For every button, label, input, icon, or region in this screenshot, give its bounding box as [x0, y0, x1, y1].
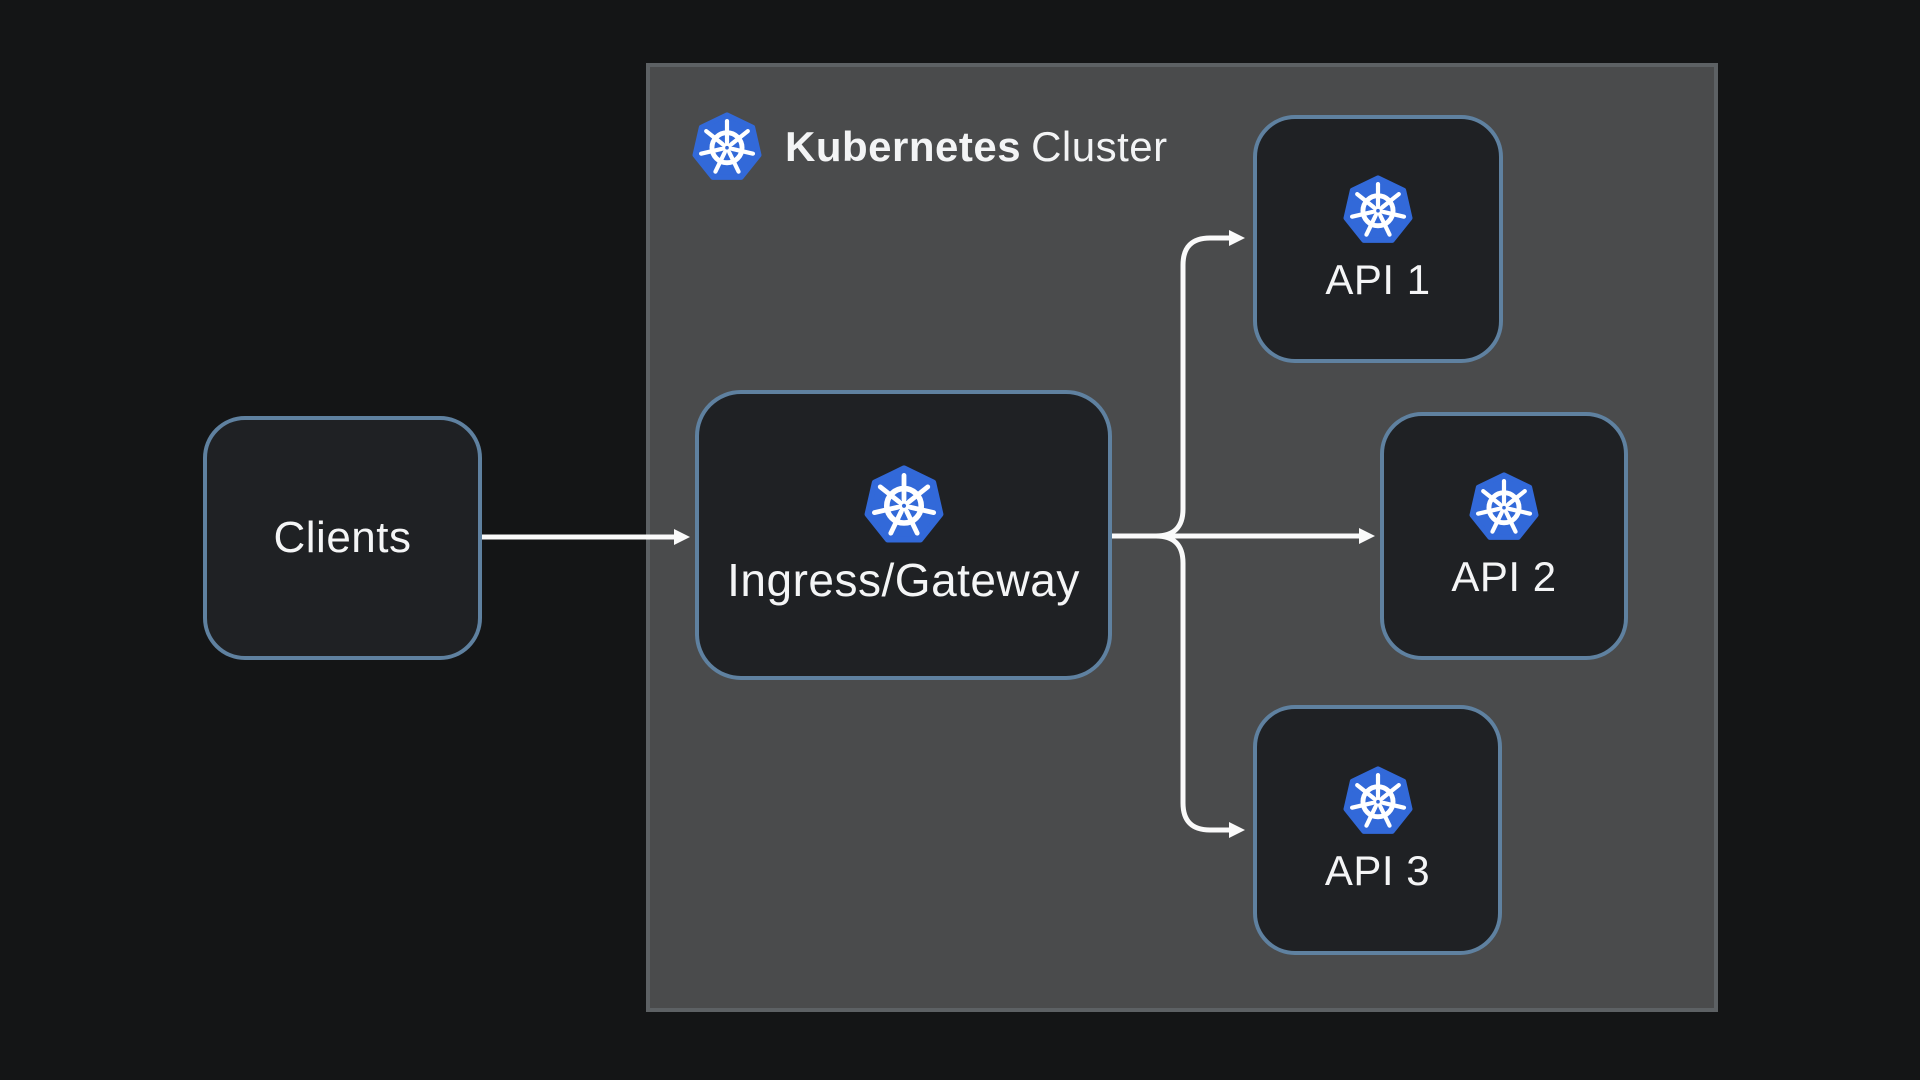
node-ingress-label: Ingress/Gateway [727, 553, 1080, 606]
node-clients-label: Clients [273, 512, 412, 562]
node-api-3: API 3 [1253, 705, 1502, 955]
node-api-1: API 1 [1253, 115, 1503, 363]
kubernetes-icon [864, 464, 944, 546]
cluster-title-bold: Kubernetes [785, 123, 1022, 170]
kubernetes-icon [1343, 765, 1413, 837]
node-api-2: API 2 [1380, 412, 1628, 660]
cluster-title-rest: Cluster [1031, 123, 1168, 170]
kubernetes-icon [1469, 471, 1539, 543]
kubernetes-icon [1343, 174, 1413, 246]
node-clients: Clients [203, 416, 482, 660]
node-ingress-gateway: Ingress/Gateway [695, 390, 1112, 680]
node-api1-label: API 1 [1325, 255, 1431, 303]
node-api3-label: API 3 [1324, 846, 1431, 894]
node-api2-label: API 2 [1451, 552, 1557, 600]
kubernetes-icon [692, 111, 762, 183]
